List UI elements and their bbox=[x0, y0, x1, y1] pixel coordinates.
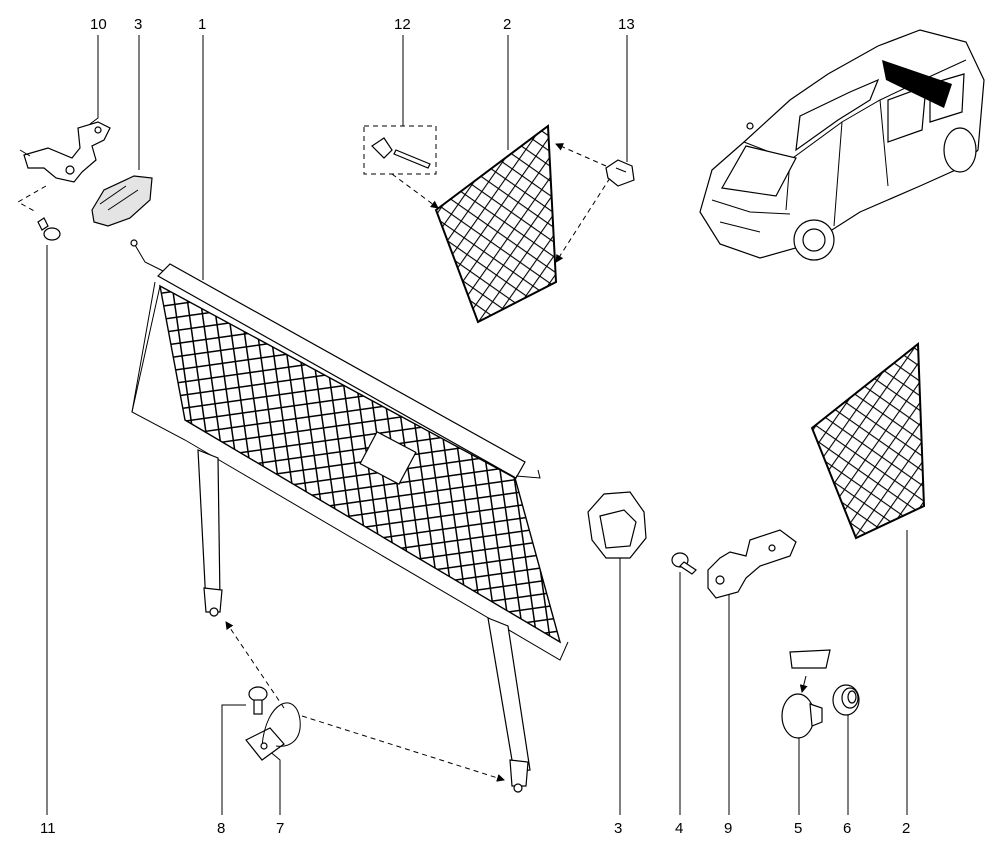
callout-2-top: 2 bbox=[503, 16, 511, 33]
anchor-part-7 bbox=[245, 702, 301, 761]
callout-1-top: 1 bbox=[198, 16, 206, 33]
bolt-part-11 bbox=[37, 217, 61, 241]
callout-5-bottom: 5 bbox=[794, 820, 802, 837]
vehicle-net-highlight bbox=[882, 60, 952, 108]
side-net-part-2-top bbox=[434, 124, 558, 324]
bracket-part-9 bbox=[707, 529, 797, 599]
bolt-part-8 bbox=[248, 686, 268, 715]
cover-part-3-bottom bbox=[587, 491, 647, 559]
callout-11-bottom: 11 bbox=[40, 820, 56, 837]
clip-part-13 bbox=[605, 159, 635, 187]
callout-13-top: 13 bbox=[618, 16, 635, 33]
cargo-net-part-1 bbox=[130, 239, 569, 661]
callout-7-bottom: 7 bbox=[276, 820, 284, 837]
anchor-arrow-right bbox=[301, 715, 505, 782]
side-net-part-2-right bbox=[810, 341, 926, 540]
callout-3-top: 3 bbox=[134, 16, 142, 33]
screw-part-4 bbox=[671, 552, 697, 575]
callout-3-bottom: 3 bbox=[614, 820, 622, 837]
bracket-part-10 bbox=[19, 121, 111, 183]
cap-part-5 bbox=[781, 649, 831, 739]
callout-8-bottom: 8 bbox=[217, 820, 225, 837]
callout-9-bottom: 9 bbox=[724, 820, 732, 837]
strap-right bbox=[487, 617, 531, 793]
grommet-part-6 bbox=[832, 684, 860, 716]
callout-6-bottom: 6 bbox=[843, 820, 851, 837]
leader-lines bbox=[46, 35, 908, 815]
callout-12-top: 12 bbox=[394, 16, 411, 33]
clip-detail-part-12 bbox=[363, 125, 437, 175]
callout-2-bottom: 2 bbox=[902, 820, 910, 837]
cover-part-3-top bbox=[91, 175, 153, 227]
callout-4-bottom: 4 bbox=[675, 820, 683, 837]
strap-left bbox=[197, 449, 223, 617]
callout-10-top: 10 bbox=[90, 16, 107, 33]
clip-arrow bbox=[391, 173, 439, 209]
vehicle-illustration bbox=[699, 29, 985, 261]
side-net-arrow-1 bbox=[555, 143, 607, 167]
bracket-dash-guide bbox=[16, 185, 47, 213]
side-net-arrow-2 bbox=[555, 177, 611, 263]
